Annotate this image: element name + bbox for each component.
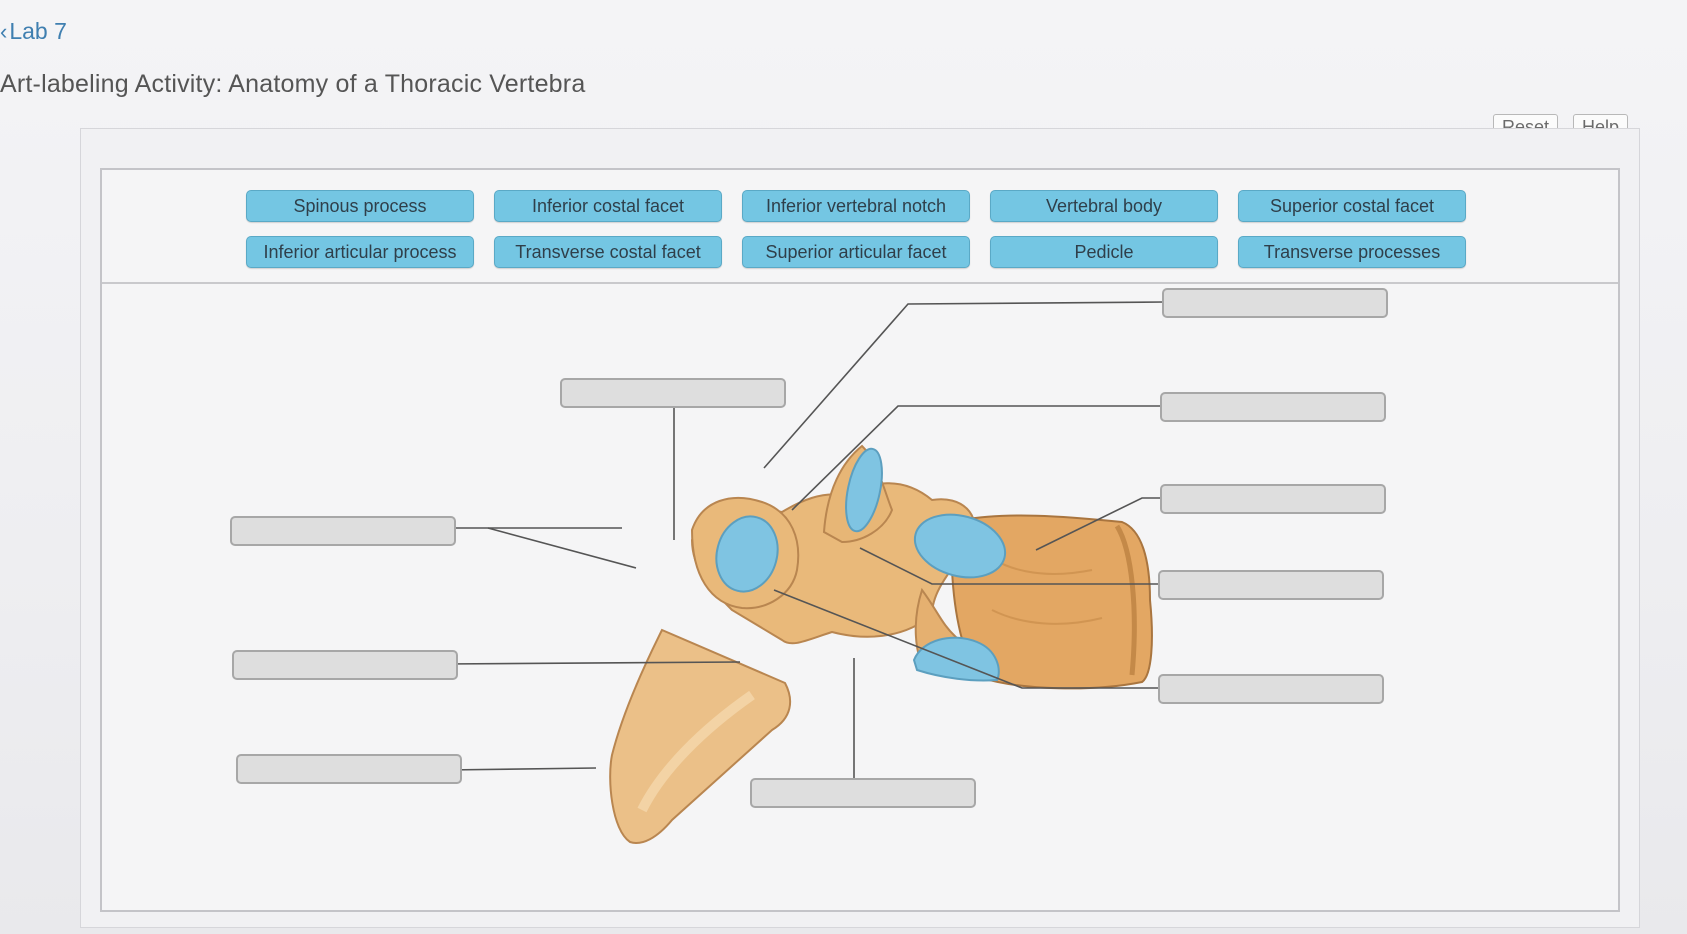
label-chip-inferior-articular-process[interactable]: Inferior articular process xyxy=(246,236,474,268)
leader-line-5 xyxy=(773,589,1160,689)
drop-target-5[interactable] xyxy=(1158,674,1384,704)
label-chip-superior-articular-facet[interactable]: Superior articular facet xyxy=(742,236,970,268)
label-chip-spinous-process[interactable]: Spinous process xyxy=(246,190,474,222)
label-chip-vertebral-body[interactable]: Vertebral body xyxy=(990,190,1218,222)
leader-line-4 xyxy=(859,547,1160,585)
superior-costal-facet-shape xyxy=(913,513,1007,579)
drop-target-6[interactable] xyxy=(560,378,786,408)
superior-articular-facet-shape xyxy=(845,447,883,533)
label-chip-inferior-vertebral-notch[interactable]: Inferior vertebral notch xyxy=(742,190,970,222)
page-title: Art-labeling Activity: Anatomy of a Thor… xyxy=(0,70,586,98)
leader-line-2 xyxy=(791,405,1162,511)
back-to-lab-link[interactable]: ‹ Lab 7 xyxy=(0,18,67,45)
labeling-activity: Spinous process Inferior costal facet In… xyxy=(100,168,1620,912)
thoracic-vertebra-diagram xyxy=(441,301,1165,844)
label-bank: Spinous process Inferior costal facet In… xyxy=(102,170,1618,284)
leader-line-8 xyxy=(487,527,637,569)
leader-line-10 xyxy=(444,767,597,771)
drop-target-9[interactable] xyxy=(236,754,462,784)
leader-line-9 xyxy=(441,661,741,665)
back-link-label: Lab 7 xyxy=(9,18,67,44)
leader-line-3 xyxy=(1035,497,1160,551)
drop-target-8[interactable] xyxy=(232,650,458,680)
drop-target-1[interactable] xyxy=(1162,288,1388,318)
label-chip-inferior-costal-facet[interactable]: Inferior costal facet xyxy=(494,190,722,222)
label-chip-superior-costal-facet[interactable]: Superior costal facet xyxy=(1238,190,1466,222)
leader-line-1 xyxy=(763,301,1165,469)
transverse-costal-facet-shape xyxy=(715,515,779,593)
drop-target-4[interactable] xyxy=(1158,570,1384,600)
label-chip-transverse-processes[interactable]: Transverse processes xyxy=(1238,236,1466,268)
drop-target-7[interactable] xyxy=(230,516,456,546)
leader-lines xyxy=(441,301,1165,778)
label-chip-transverse-costal-facet[interactable]: Transverse costal facet xyxy=(494,236,722,268)
drop-target-3[interactable] xyxy=(1160,484,1386,514)
drop-target-2[interactable] xyxy=(1160,392,1386,422)
drop-target-10[interactable] xyxy=(750,778,976,808)
chevron-left-icon: ‹ xyxy=(0,18,8,44)
label-chip-pedicle[interactable]: Pedicle xyxy=(990,236,1218,268)
